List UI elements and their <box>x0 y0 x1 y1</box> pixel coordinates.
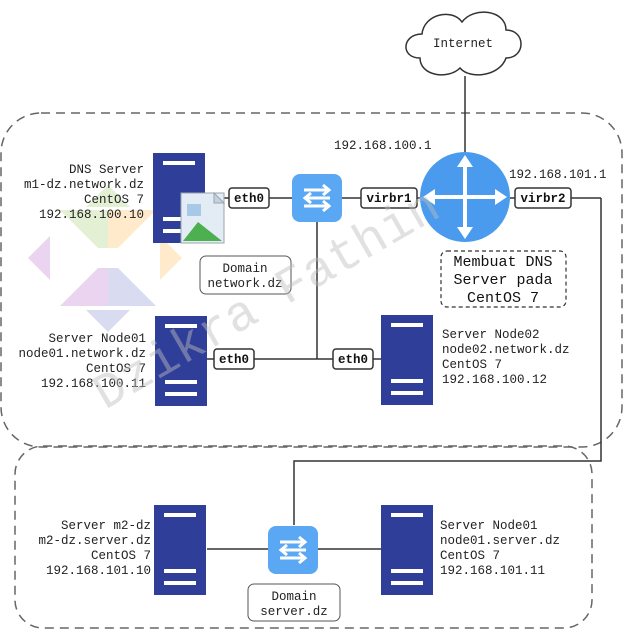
svg-text:node01.server.dz: node01.server.dz <box>440 534 560 548</box>
node01-server-icon <box>381 505 433 595</box>
svg-text:network.dz: network.dz <box>207 277 282 291</box>
svg-text:DNS Server: DNS Server <box>69 163 144 177</box>
svg-text:eth0: eth0 <box>338 353 368 367</box>
svg-text:CentOS 7: CentOS 7 <box>442 358 502 372</box>
m2-server-info: Server m2-dz m2-dz.server.dz CentOS 7 19… <box>38 519 151 578</box>
router-ip-top: 192.168.100.1 <box>334 139 432 153</box>
svg-text:CentOS 7: CentOS 7 <box>86 362 146 376</box>
svg-text:192.168.101.11: 192.168.101.11 <box>440 564 545 578</box>
node01-server-info: Server Node01 node01.server.dz CentOS 7 … <box>440 519 560 578</box>
dns-server-info: DNS Server m1-dz.network.dz CentOS 7 192… <box>24 163 144 222</box>
svg-text:192.168.100.12: 192.168.100.12 <box>442 373 547 387</box>
svg-text:CentOS 7: CentOS 7 <box>91 549 151 563</box>
svg-text:Membuat DNS: Membuat DNS <box>453 254 552 271</box>
svg-text:m1-dz.network.dz: m1-dz.network.dz <box>24 178 144 192</box>
svg-text:CentOS 7: CentOS 7 <box>467 290 539 307</box>
svg-text:node02.network.dz: node02.network.dz <box>442 343 570 357</box>
svg-text:node01.network.dz: node01.network.dz <box>18 347 146 361</box>
svg-text:Server m2-dz: Server m2-dz <box>61 519 151 533</box>
centos-logo-watermark <box>28 185 182 332</box>
title-box: Membuat DNS Server pada CentOS 7 <box>440 250 567 308</box>
domain-network-box: Domain network.dz <box>199 255 292 295</box>
router <box>420 152 510 242</box>
svg-text:Server pada: Server pada <box>453 272 552 289</box>
server-dz-group <box>14 445 593 629</box>
switch-network-icon <box>290 172 344 224</box>
port-eth0-node01: eth0 <box>213 348 255 370</box>
svg-text:Server Node02: Server Node02 <box>442 328 540 342</box>
svg-text:server.dz: server.dz <box>260 605 328 619</box>
node02-network-server-icon <box>381 315 433 405</box>
router-ip-right: 192.168.101.1 <box>509 168 607 182</box>
node02-network-info: Server Node02 node02.network.dz CentOS 7… <box>442 328 570 387</box>
port-eth0-dns: eth0 <box>228 187 270 209</box>
svg-text:eth0: eth0 <box>219 353 249 367</box>
switch-server-icon <box>266 524 320 576</box>
svg-text:eth0: eth0 <box>234 192 264 206</box>
svg-text:m2-dz.server.dz: m2-dz.server.dz <box>38 534 151 548</box>
svg-text:192.168.100.11: 192.168.100.11 <box>41 377 146 391</box>
port-eth0-node02: eth0 <box>332 348 374 370</box>
internet-cloud: Internet <box>405 11 522 76</box>
internet-label: Internet <box>433 37 493 51</box>
dns-file-icon <box>180 191 226 244</box>
m2-server-icon <box>154 505 206 595</box>
network-dz-group <box>0 112 623 448</box>
svg-text:virbr2: virbr2 <box>520 192 565 206</box>
svg-text:Server Node01: Server Node01 <box>440 519 538 533</box>
domain-server-box: Domain server.dz <box>247 583 341 622</box>
port-virbr2: virbr2 <box>514 187 572 209</box>
svg-text:virbr1: virbr1 <box>366 192 411 206</box>
svg-text:CentOS 7: CentOS 7 <box>84 193 144 207</box>
svg-text:Domain: Domain <box>271 590 316 604</box>
port-virbr1: virbr1 <box>360 187 418 209</box>
svg-text:192.168.101.10: 192.168.101.10 <box>46 564 151 578</box>
node01-network-info: Server Node01 node01.network.dz CentOS 7… <box>18 332 146 391</box>
svg-text:Domain: Domain <box>222 262 267 276</box>
svg-text:Server Node01: Server Node01 <box>48 332 146 346</box>
svg-text:CentOS 7: CentOS 7 <box>440 549 500 563</box>
svg-text:192.168.100.10: 192.168.100.10 <box>39 208 144 222</box>
